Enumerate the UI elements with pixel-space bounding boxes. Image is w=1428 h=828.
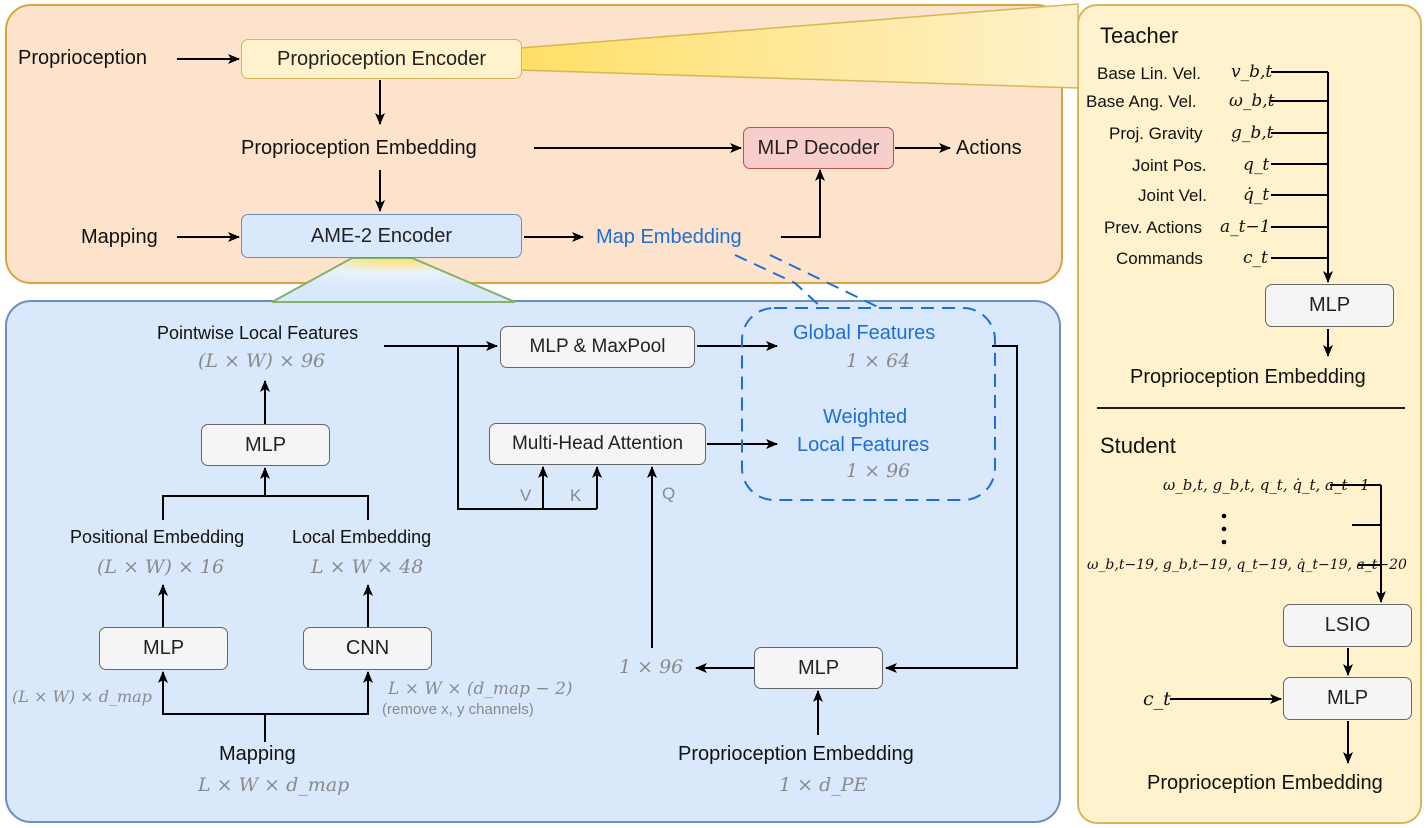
teacher-symbol-joint-vel: q̇_t [1243, 185, 1270, 205]
teacher-symbol-base-ang-vel: ω_b,t [1229, 91, 1275, 111]
proprioception-embedding-label: Proprioception Embedding [241, 137, 477, 159]
map-embedding-dashed-link [734, 254, 823, 309]
teacher-input-base-lin-vel: Base Lin. Vel. [1097, 64, 1201, 83]
encoder-mapping-label: Mapping [219, 743, 296, 765]
query-label: Q [662, 484, 676, 503]
positional-dim-label: (L × W) × 16 [97, 556, 225, 578]
ame2-zoom-wedge [271, 257, 516, 303]
pointwise-to-attention-vk [457, 346, 597, 510]
student-command-label: c_t [1143, 688, 1171, 710]
split-mapping [162, 671, 373, 715]
cnn-box: CNN [303, 627, 432, 670]
teacher-symbol-commands: c_t [1243, 248, 1268, 268]
student-history-first: ω_b,t, g_b,t, q_t, q̇_t, a_t−1 [1163, 476, 1370, 494]
actions-label: Actions [956, 137, 1022, 159]
pointwise-local-features-label: Pointwise Local Features [157, 323, 359, 343]
query-dim-label: 1 × 96 [619, 656, 684, 678]
weighted-local-features-label-2: Local Features [797, 434, 930, 456]
cnn-input-note-label: (remove x, y channels) [382, 701, 534, 718]
features-dashed-group [741, 307, 996, 501]
merge-embeddings-to-mlp [162, 495, 369, 520]
teacher-input-joint-vel: Joint Vel. [1138, 186, 1207, 205]
mapping-label: Mapping [81, 226, 158, 248]
cnn-input-dim-label: L × W × (d_map − 2) [388, 679, 573, 699]
weighted-dim-label: 1 × 96 [846, 460, 911, 482]
teacher-output-label: Proprioception Embedding [1130, 366, 1366, 388]
local-dim-label: L × W × 48 [311, 556, 424, 578]
student-ellipsis-dots [1221, 513, 1227, 545]
student-mlp-box: MLP [1283, 677, 1412, 720]
proprio-dim-label: 1 × d_PE [779, 774, 868, 796]
mlp-top-box: MLP [201, 424, 330, 466]
ame2-encoder-box: AME-2 Encoder [241, 214, 522, 258]
teacher-title: Teacher [1100, 23, 1179, 48]
teacher-input-prev-actions: Prev. Actions [1104, 218, 1202, 237]
teacher-symbol-proj-gravity: g_b,t [1231, 123, 1274, 143]
encoder-proprio-embedding-label: Proprioception Embedding [678, 743, 914, 765]
student-output-label: Proprioception Embedding [1147, 772, 1383, 794]
mlp-left-input-dim-label: (L × W) × d_map [12, 687, 152, 706]
global-dim-label: 1 × 64 [846, 350, 911, 372]
teacher-symbol-prev-actions: a_t−1 [1220, 217, 1271, 237]
mlp-decoder-box: MLP Decoder [743, 127, 894, 169]
student-title: Student [1100, 433, 1176, 458]
student-history-last: ω_b,t−19, g_b,t−19, q_t−19, q̇_t−19, a_t… [1087, 557, 1407, 573]
teacher-input-proj-gravity: Proj. Gravity [1109, 124, 1203, 143]
teacher-symbol-base-lin-vel: v_b,t [1231, 62, 1273, 82]
mlp-left-box: MLP [99, 627, 228, 670]
weighted-local-features-label-1: Weighted [823, 406, 908, 428]
pointwise-dim-label: (L × W) × 96 [198, 350, 326, 372]
local-embedding-label: Local Embedding [292, 527, 432, 547]
teacher-mlp-box: MLP [1265, 284, 1394, 327]
map-embedding-label: Map Embedding [596, 226, 742, 248]
key-label: K [570, 486, 582, 505]
teacher-input-joint-pos: Joint Pos. [1132, 156, 1207, 175]
teacher-input-commands: Commands [1116, 249, 1203, 268]
proprioception-encoder-box: Proprioception Encoder [241, 39, 522, 79]
mlp-bottom-box: MLP [754, 647, 883, 689]
value-label: V [520, 486, 532, 505]
teacher-input-base-ang-vel: Base Ang. Vel. [1086, 92, 1197, 111]
multihead-attention-box: Multi-Head Attention [489, 423, 706, 465]
lsio-box: LSIO [1283, 604, 1412, 647]
arrow-map-embedding-to-decoder [781, 169, 825, 238]
teacher-symbol-joint-pos: q_t [1243, 155, 1270, 175]
positional-embedding-label: Positional Embedding [70, 527, 245, 547]
global-features-label: Global Features [793, 322, 936, 344]
ame2-encoder-panel [5, 300, 1061, 823]
global-to-mlp-bottom [885, 345, 1018, 673]
mlp-maxpool-box: MLP & MaxPool [500, 326, 695, 368]
mapping-dim-label: L × W × d_map [198, 774, 350, 796]
proprioception-label: Proprioception [18, 47, 147, 69]
